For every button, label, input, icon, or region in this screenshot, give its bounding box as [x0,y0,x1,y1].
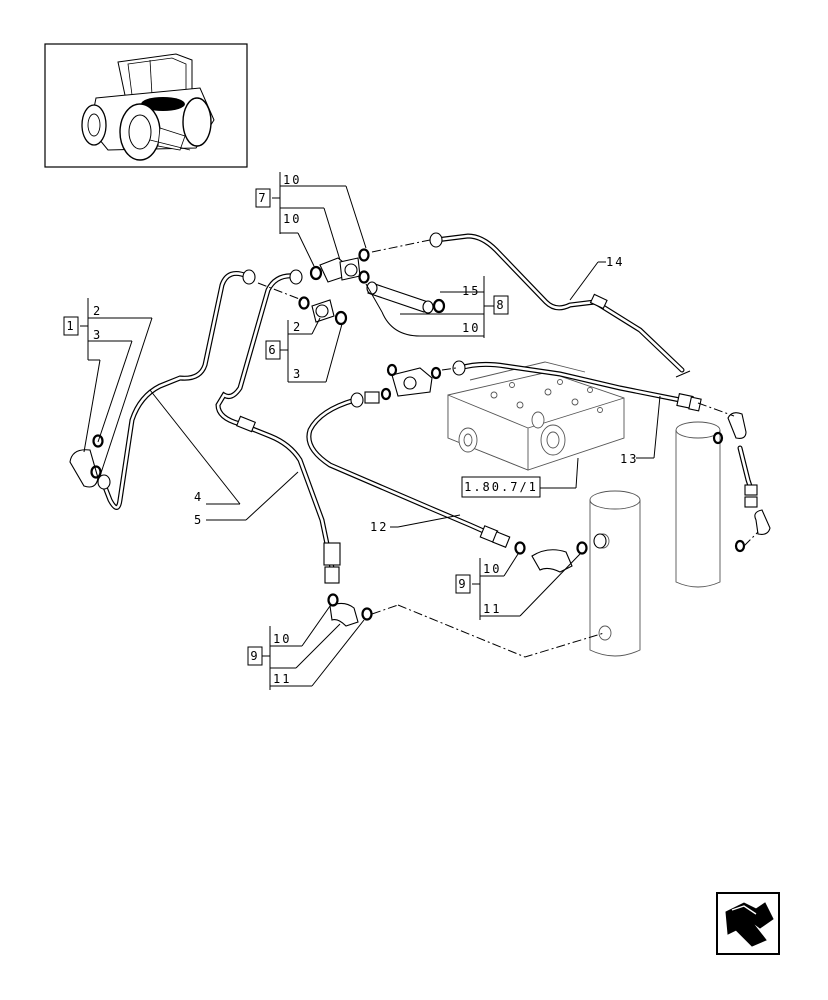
label-14: 14 [606,255,624,269]
label-10-left: 10 [273,632,291,646]
reference-box-page-link[interactable]: 1.80.7/1 [461,476,541,498]
next-page-arrow-icon[interactable] [716,892,780,955]
label-13: 13 [620,452,638,466]
control-valve-block [447,361,625,471]
hose-14 [429,232,691,378]
ref-7-text: 7 [258,191,267,205]
label-10-top: 10 [283,173,301,187]
label-11-left: 11 [273,672,291,686]
label-11-center: 11 [483,602,501,616]
ref-9-center-text: 9 [458,577,467,591]
label-2-mid: 2 [293,320,302,334]
lift-cylinder-right [675,421,721,588]
fittings-middle [327,363,746,627]
leader-lines [80,172,661,690]
label-15: 15 [462,284,480,298]
label-10-second: 10 [283,212,301,226]
label-10-third: 10 [462,321,480,335]
label-3-mid: 3 [293,367,302,381]
pipe-5 [215,269,341,584]
lift-cylinder-left [589,490,641,657]
reference-box-9-center[interactable]: 9 [455,574,471,594]
tractor-thumbnail-icon [44,43,248,168]
ref-6-text: 6 [268,343,277,357]
label-4: 4 [194,490,203,504]
fittings-top [69,248,446,490]
reference-box-8[interactable]: 8 [493,295,509,315]
hose-13 [452,360,702,412]
ref-page-text: 1.80.7/1 [464,480,538,494]
part-number-labels: 10 10 14 15 10 2 3 2 3 13 4 5 12 10 11 1… [93,173,638,686]
label-12: 12 [370,520,388,534]
pipe-4 [100,269,256,510]
reference-box-1[interactable]: 1 [63,316,79,336]
reference-box-6[interactable]: 6 [265,340,281,360]
label-5: 5 [194,513,203,527]
connection-lines [257,239,759,658]
label-3-left: 3 [93,328,102,342]
reference-box-7[interactable]: 7 [255,188,271,208]
hose-12 [306,391,511,548]
reference-box-9-left[interactable]: 9 [247,646,263,666]
label-10-center: 10 [483,562,501,576]
ref-8-text: 8 [496,298,505,312]
ref-1-text: 1 [66,319,75,333]
short-hose-right [727,412,771,535]
ref-9-left-text: 9 [250,649,259,663]
label-2-left: 2 [93,304,102,318]
